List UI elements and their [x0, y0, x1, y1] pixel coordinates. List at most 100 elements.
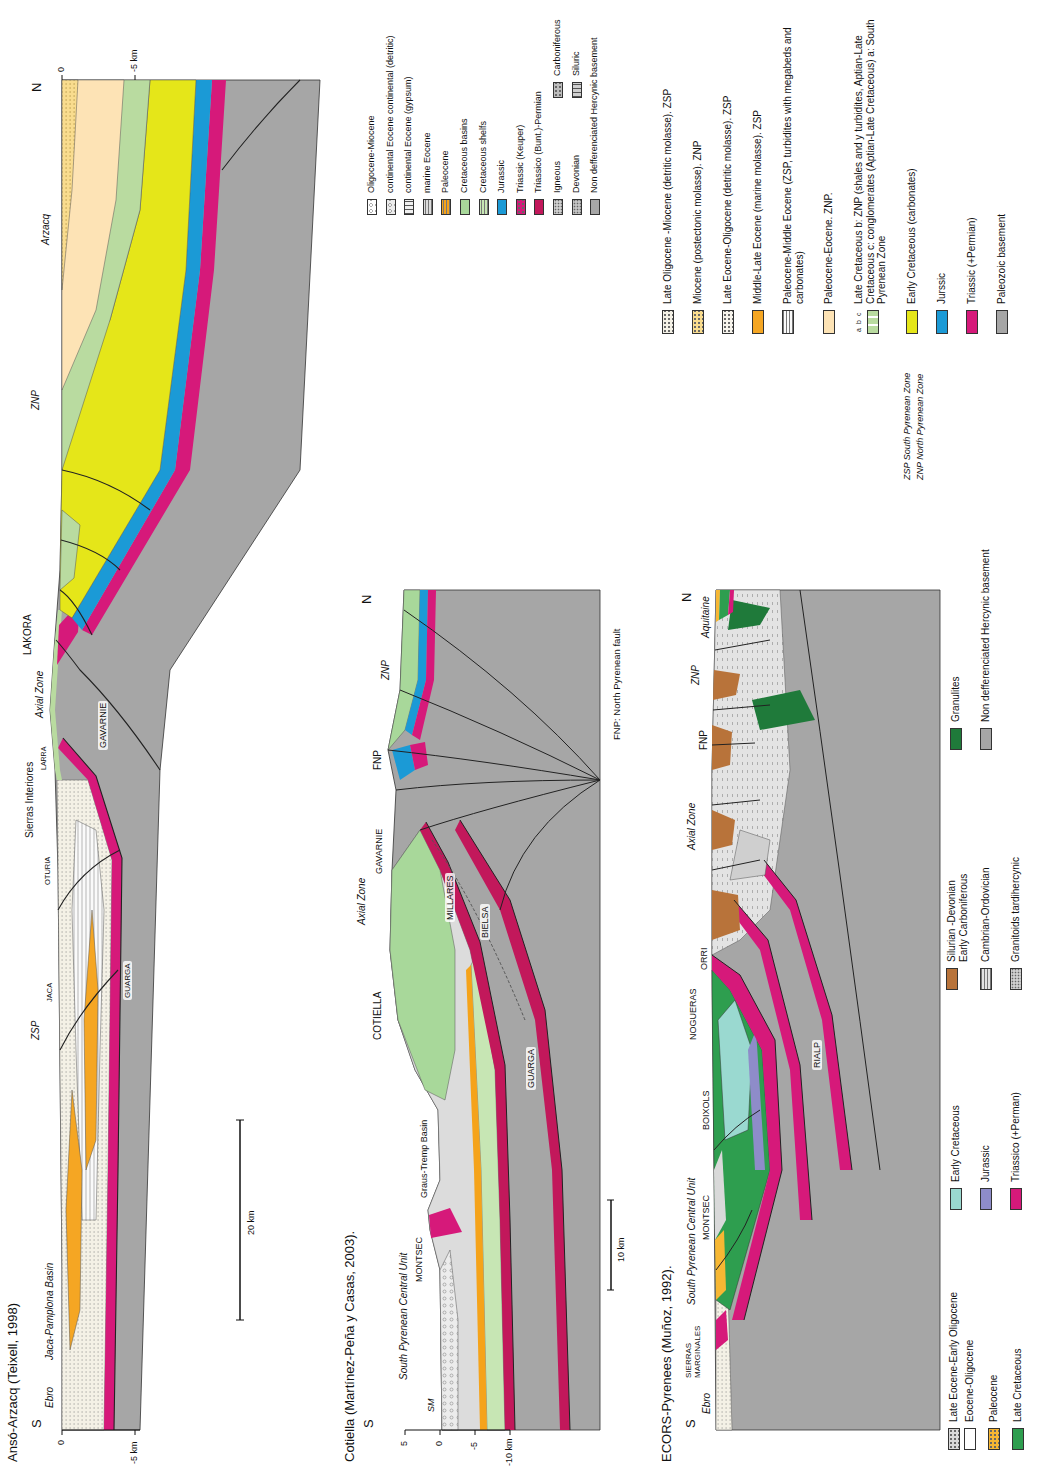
thrust-lines: [56, 80, 300, 1430]
legend-swatch: [572, 82, 582, 98]
label-anchor: 5: [399, 1441, 409, 1446]
section-label: S: [30, 1419, 45, 1428]
depth-tick: [510, 1430, 511, 1435]
label-anchor: GAVARNIE: [98, 701, 108, 750]
legend-text: Cambrian-Ordovician: [980, 812, 992, 962]
scale-bar: [610, 1200, 612, 1290]
silurian-devonian: [712, 725, 732, 770]
label-anchor: S: [684, 1419, 699, 1428]
depth-label: 0: [434, 1441, 444, 1446]
legend-swatch: [752, 310, 764, 334]
label-anchor: LAKORA: [22, 614, 34, 655]
legend-swatch: [782, 310, 794, 334]
legend-item: continental Eocene continental (detritic…: [385, 1, 395, 215]
legend-text: Eocene-Oligocene: [964, 1272, 976, 1422]
label-anchor: ECORS-Pyrenees (Muñoz, 1992).: [660, 1265, 675, 1462]
section-label: BOIXOLS: [701, 1090, 711, 1130]
triassic-layer: [716, 1310, 728, 1350]
thrust-line: [404, 610, 600, 780]
section-label: Sierras Interiores: [24, 762, 36, 838]
label-anchor: JACA: [46, 983, 55, 1002]
legend-item: Triassic (+Permian): [966, 4, 978, 334]
granulite: [728, 600, 770, 630]
legend-swatch: [996, 310, 1008, 334]
legend-item: Igneous: [552, 113, 562, 215]
legend-item: Paleocene: [988, 1272, 1000, 1450]
legend-item: Cretaceous shelfs: [478, 1, 488, 215]
section-label: Jaca-Pamplona Basin: [44, 1263, 56, 1360]
thrust-line: [60, 590, 92, 635]
label-anchor: 20 km: [246, 1210, 256, 1235]
label-anchor: OTURIA: [44, 857, 53, 885]
molasse-layer: [57, 780, 112, 1430]
thrust-line: [714, 1110, 760, 1150]
section-label: NOGUERAS: [688, 988, 698, 1040]
legend-text: Siluric: [571, 0, 581, 76]
legend-item: Paleocene-Eocene. ZNP.: [823, 4, 835, 334]
legend-swatch: [497, 199, 507, 215]
section-label: S: [362, 1419, 377, 1428]
paleocene-layer: [466, 965, 487, 1430]
depth-label: 5: [399, 1441, 409, 1446]
legend-item: Early Cretaceous (carbonates): [906, 4, 918, 334]
label-anchor: Cotiella (Martínez-Peña y Casas, 2003).: [343, 1231, 358, 1462]
legend-item: Triassico (Bunt.)-Permian: [533, 1, 543, 215]
depth-label: -5 km: [129, 1442, 139, 1465]
hercynic-basement: [388, 590, 600, 1430]
label-anchor: Axial Zone: [356, 878, 368, 925]
legend-text: Non defferenciated Hercynic basement: [589, 1, 599, 193]
legend-item: Late Eocene-Early Oligocene: [948, 1272, 960, 1450]
label-anchor: 0: [56, 1440, 66, 1445]
section-label: N: [30, 83, 45, 92]
section-label: South Pyrenean Central Unit: [686, 1178, 698, 1305]
section-label: GUARGA: [526, 1047, 536, 1090]
label-anchor: Ebro: [701, 1393, 713, 1414]
legend-text: continental Eocene (gypsum): [403, 1, 413, 193]
legend-text: Granulites: [950, 572, 962, 722]
legend-text: Jurassic: [496, 1, 506, 193]
legend-item: Late Cretaceous b: ZNP (shales and y tur…: [853, 4, 888, 334]
legend-swatch: [950, 1188, 962, 1210]
early-cretaceous-layer: [60, 80, 196, 618]
legend-swatch: [404, 199, 414, 215]
legend-swatch: [980, 1188, 992, 1210]
silurian-devonian: [712, 890, 740, 940]
depth-label: -10 km: [504, 1438, 514, 1466]
depth-axis: [62, 1430, 140, 1431]
legend-text: Late Cretaceous: [1012, 1272, 1024, 1422]
label-anchor: BIELSA: [480, 904, 490, 940]
thrust-line: [56, 640, 160, 770]
depth-label: -5: [469, 1442, 479, 1450]
section-label: SM: [426, 1399, 436, 1413]
section-label: ZNP: [380, 660, 392, 680]
label-anchor: N: [360, 595, 375, 604]
note-text: ZSP South Pyrenean Zone: [902, 373, 912, 480]
label-anchor: Aquitaine: [700, 596, 712, 638]
legend-item: Cambrian-Ordovician: [980, 812, 992, 990]
label-anchor: N: [680, 593, 695, 602]
cambrian-ordovician: [712, 590, 790, 955]
label-anchor: FNP: [372, 750, 384, 770]
scale-label: 20 km: [246, 1210, 256, 1235]
label-anchor: -5 km: [129, 1442, 139, 1465]
label-anchor: SM: [426, 1399, 436, 1413]
section-label: GAVARNIE: [374, 829, 384, 874]
section-label: FNP: [372, 750, 384, 770]
legend-item: Jurassic: [496, 1, 506, 215]
thrust-line: [460, 820, 570, 1430]
section-label: Axial Zone: [34, 671, 46, 718]
triassic-layer: [760, 860, 852, 1170]
depth-label: 0: [56, 67, 66, 72]
thrust-line: [734, 900, 812, 1220]
section-label: South Pyrenean Central Unit: [398, 1253, 410, 1380]
legend-text: Late Oligocene -Miocene (detritic molass…: [662, 4, 674, 304]
label-anchor: Ansó-Arzacq (Teixell, 1998): [6, 1303, 21, 1462]
legend-text: Carboniferous: [552, 0, 562, 76]
triassic-layer: [410, 742, 428, 770]
thrust-line: [63, 738, 122, 1430]
legend-swatch: [367, 199, 377, 215]
label-anchor: GUARGA: [123, 961, 132, 1000]
thrust-line: [716, 1210, 752, 1270]
label-anchor: 0: [56, 67, 66, 72]
